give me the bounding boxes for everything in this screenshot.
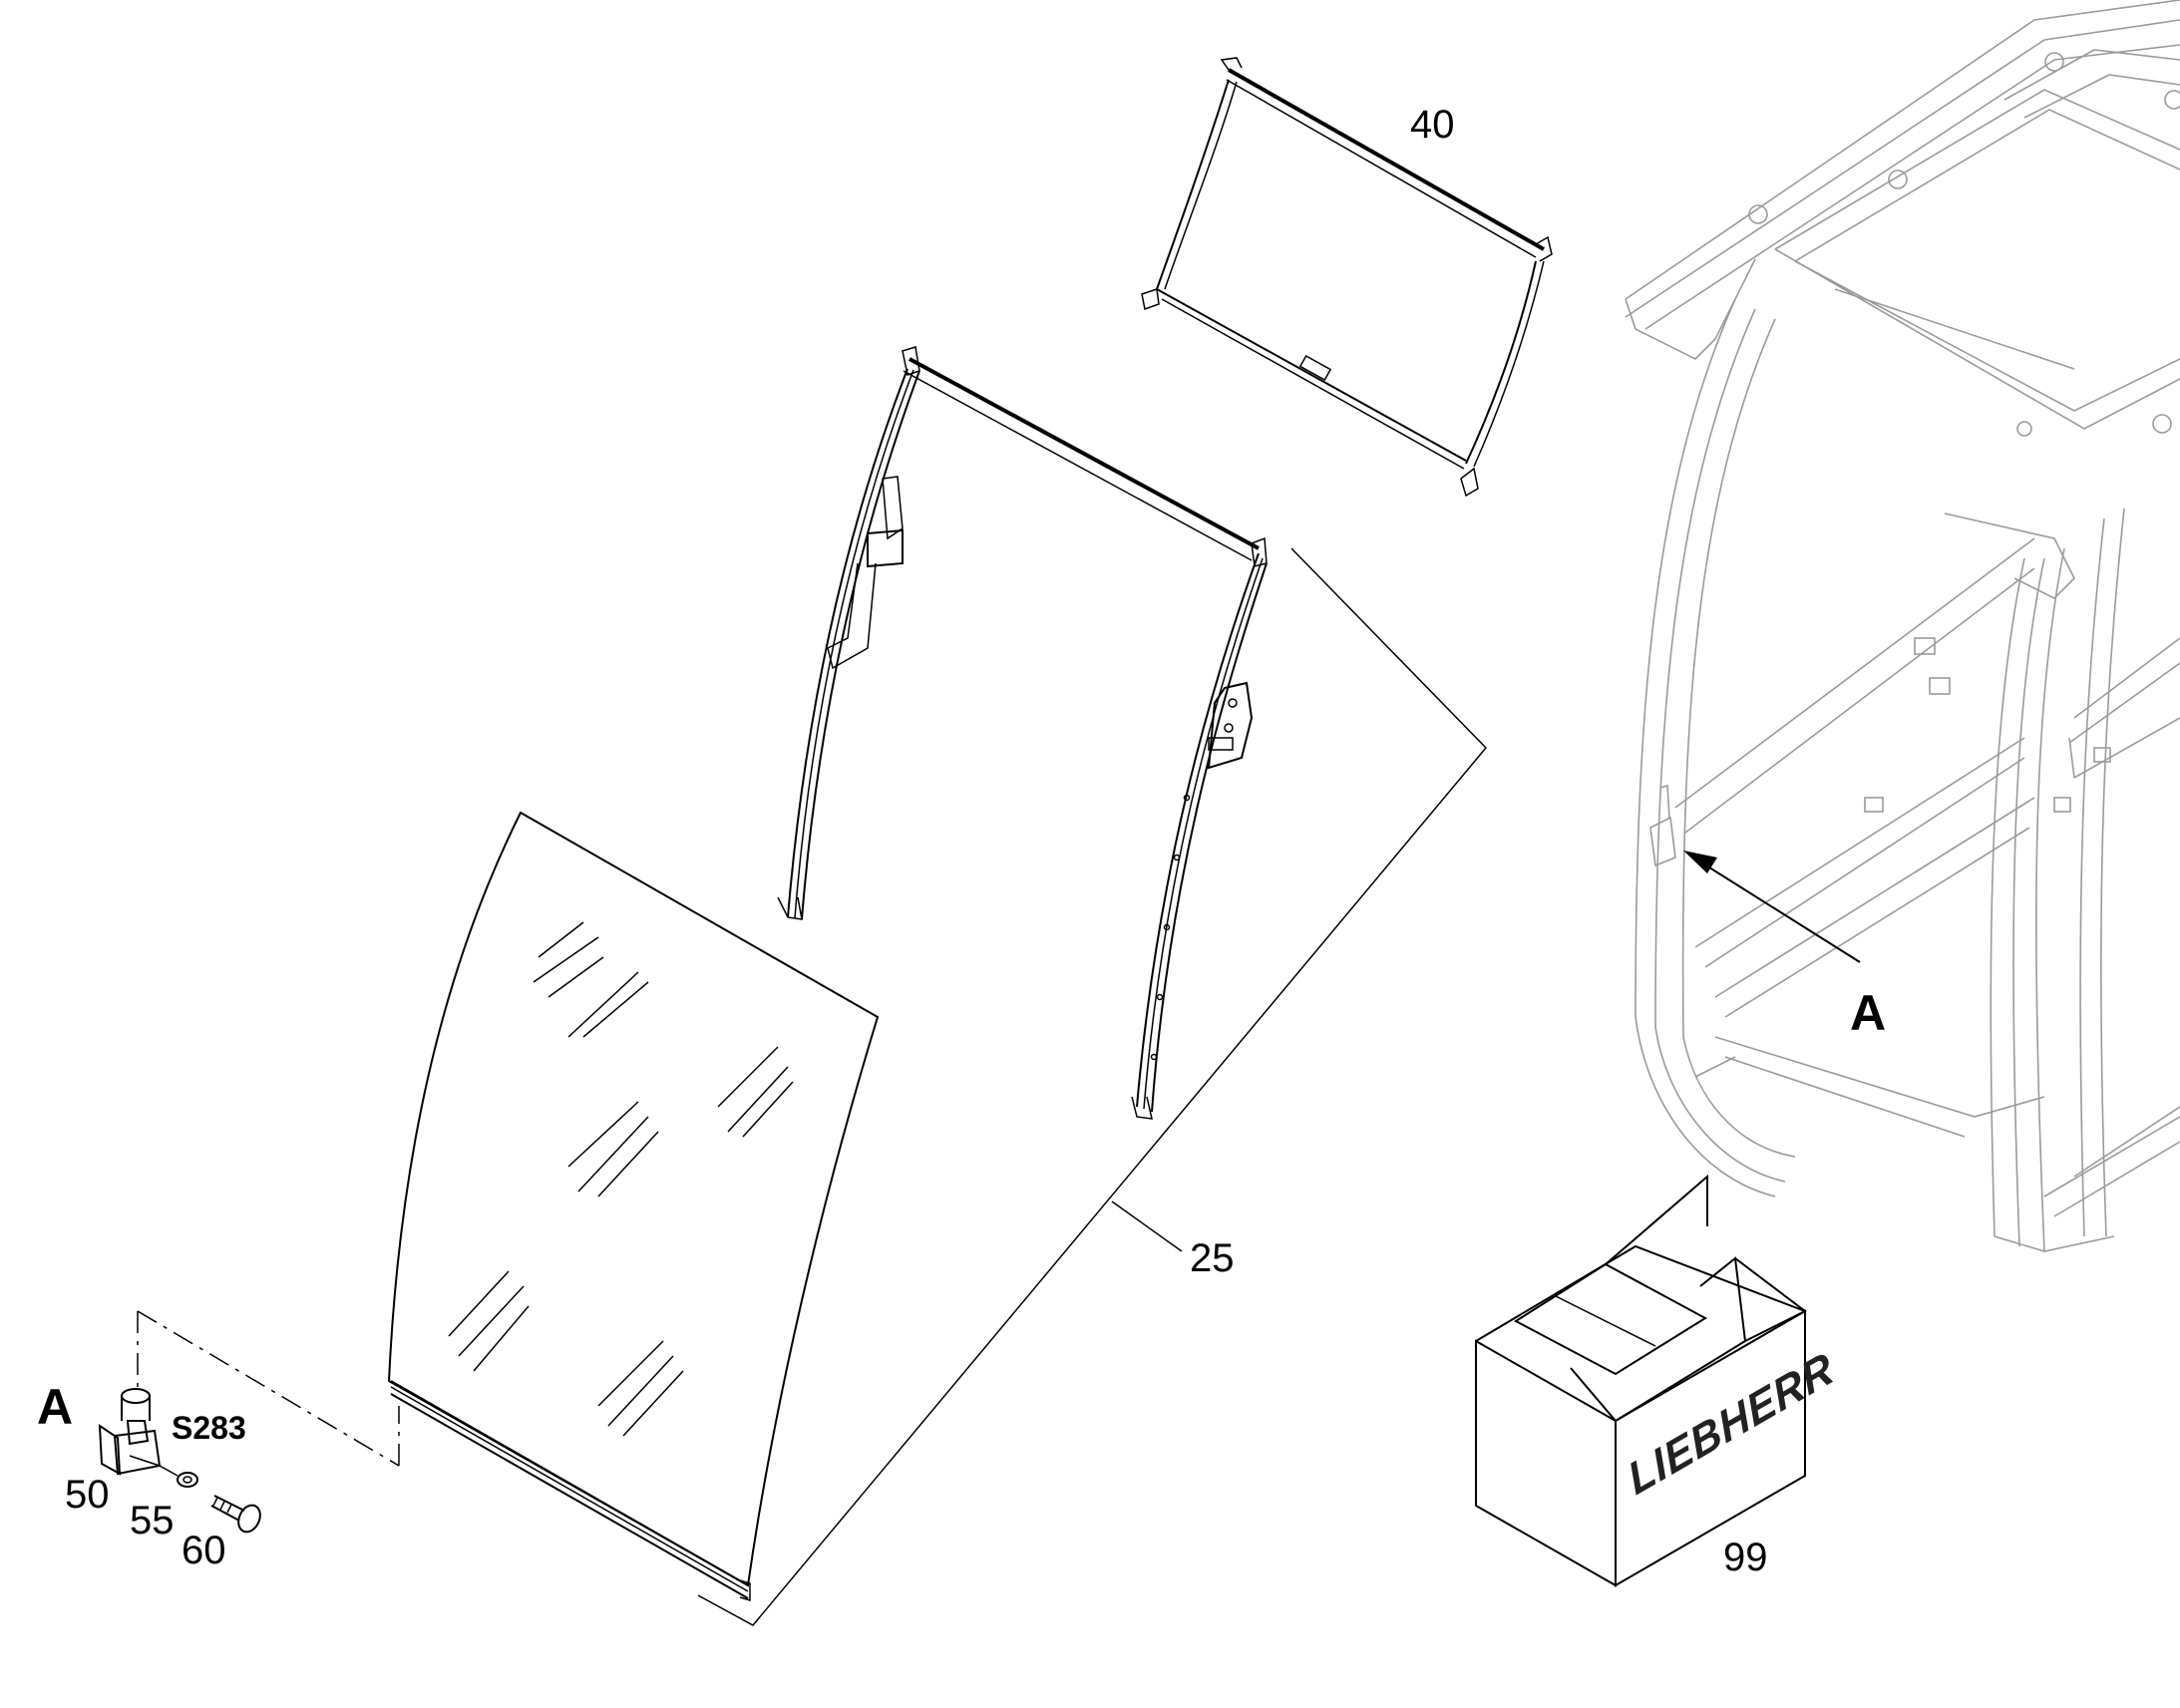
label-55: 55 [130,1499,175,1542]
label-60: 60 [182,1529,226,1572]
detail-a-arrow [1683,851,1861,963]
switch-detail [98,1310,400,1534]
cab-outline [1625,0,2180,1252]
label-99: 99 [1723,1536,1768,1579]
box-brand-logo: LIEBHERR [1623,1343,1841,1506]
glass-pane [387,811,880,1602]
label-50: 50 [65,1473,110,1517]
detail-ref-left: A [37,1379,73,1435]
label-40: 40 [1410,103,1455,147]
label-s283: S283 [172,1410,246,1446]
part-99-box [1475,1174,1807,1587]
part-25-bracket-lines [697,547,1488,1626]
part-40-sunblind [1141,57,1553,498]
label-25: 25 [1190,1236,1235,1280]
detail-ref-right: A [1850,985,1886,1041]
part-25-frame [777,346,1268,1120]
